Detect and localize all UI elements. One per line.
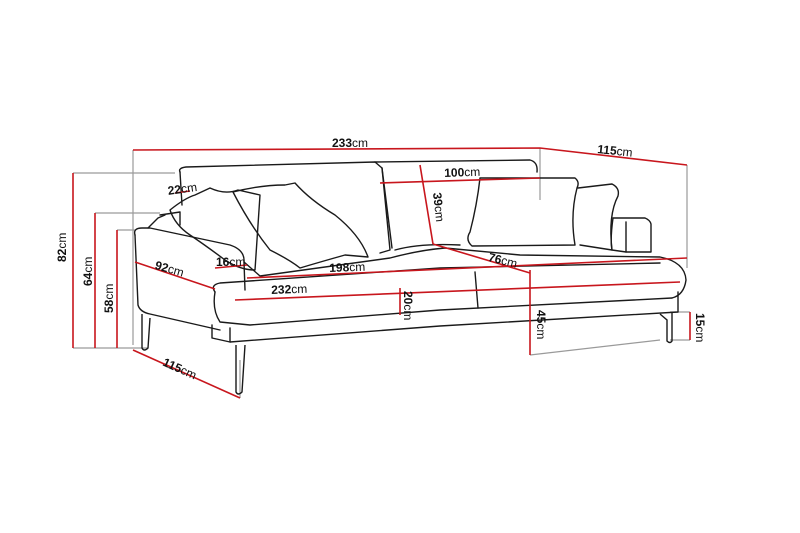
- label-seat-cushion-height: 20cm: [401, 291, 415, 321]
- label-leg-height: 15cm: [693, 313, 707, 343]
- guide-lines: [73, 148, 690, 398]
- dimension-lines: [72, 147, 691, 399]
- label-back-cushion-width: 100cm: [443, 164, 481, 180]
- label-seat-height: 45cm: [534, 310, 548, 340]
- sofa-legs: [141, 312, 673, 395]
- label-total-width: 233cm: [332, 136, 369, 150]
- label-total-height: 82cm: [55, 232, 69, 262]
- label-seat-front-width: 232cm: [270, 281, 308, 297]
- label-total-depth: 115cm: [596, 142, 634, 160]
- label-arm-height: 58cm: [102, 283, 116, 313]
- sofa-outline: [133, 159, 687, 343]
- label-arm-width: 16cm: [216, 255, 246, 269]
- label-back-height: 64cm: [81, 256, 95, 286]
- label-seat-width: 198cm: [328, 259, 366, 275]
- label-back-cushion-height: 39cm: [430, 191, 448, 223]
